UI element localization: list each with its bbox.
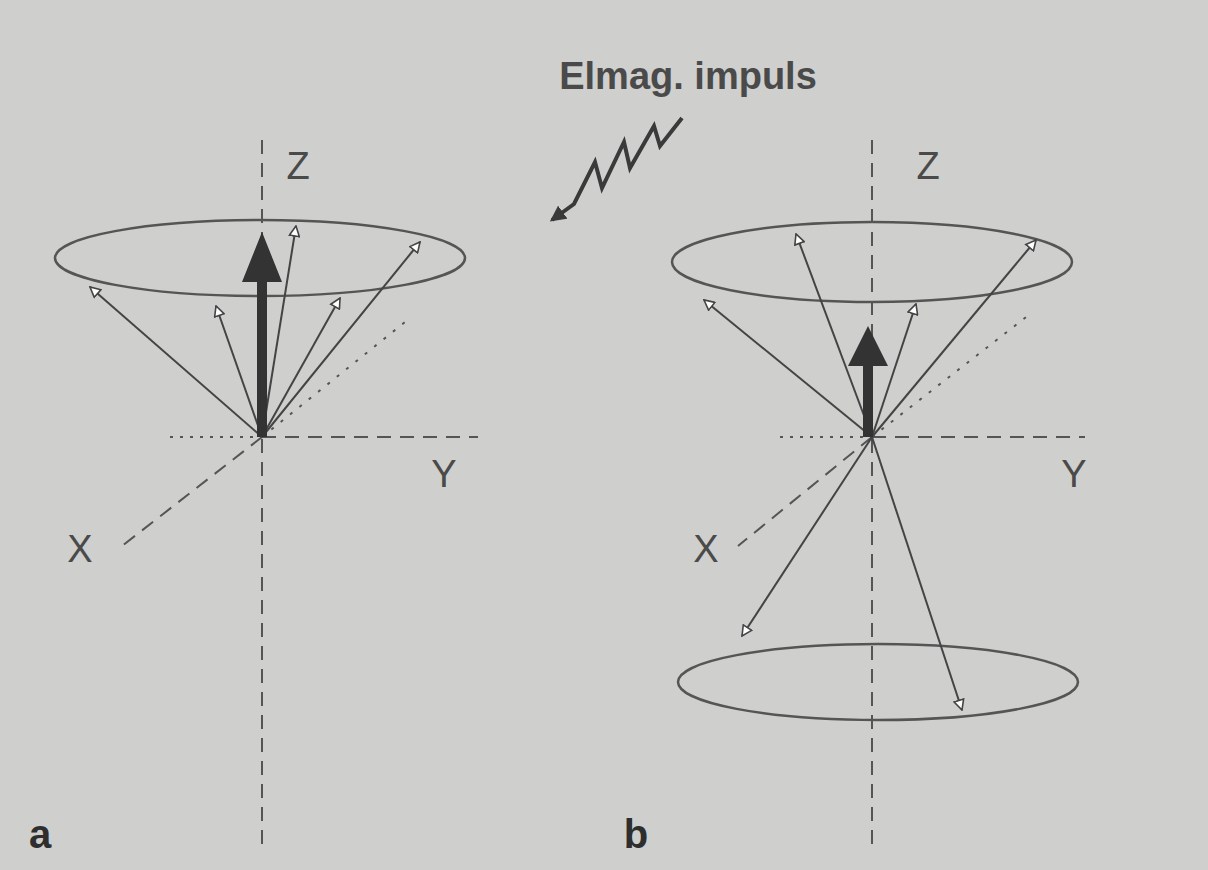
net-magnetization-head [848, 326, 888, 366]
panel-label: b [624, 814, 648, 854]
y-axis [262, 436, 478, 438]
panel-label: a [29, 814, 51, 854]
axis-label: X [693, 530, 718, 568]
z-axis [871, 140, 873, 850]
y-axis [872, 436, 1085, 438]
upper-cone [672, 222, 1072, 302]
y-axis-back [170, 436, 262, 438]
pulse-label: Elmag. impuls [559, 57, 817, 95]
x-axis [738, 437, 872, 546]
spin-vectors [90, 226, 420, 437]
axis-label: Z [916, 147, 939, 185]
axis-label: Z [286, 147, 309, 185]
x-axis-back [872, 314, 1030, 437]
panel-a [55, 140, 478, 850]
net-magnetization-head [242, 232, 282, 282]
spin-vectors [704, 234, 1036, 710]
y-axis-back [780, 436, 872, 438]
panel-b [672, 140, 1085, 850]
em-pulse [552, 118, 682, 220]
axis-label: X [67, 530, 92, 568]
axis-label: Y [1061, 455, 1086, 493]
lower-cone [678, 644, 1078, 720]
axis-label: Y [431, 455, 456, 493]
x-axis [122, 437, 262, 546]
x-axis-back [262, 318, 410, 437]
